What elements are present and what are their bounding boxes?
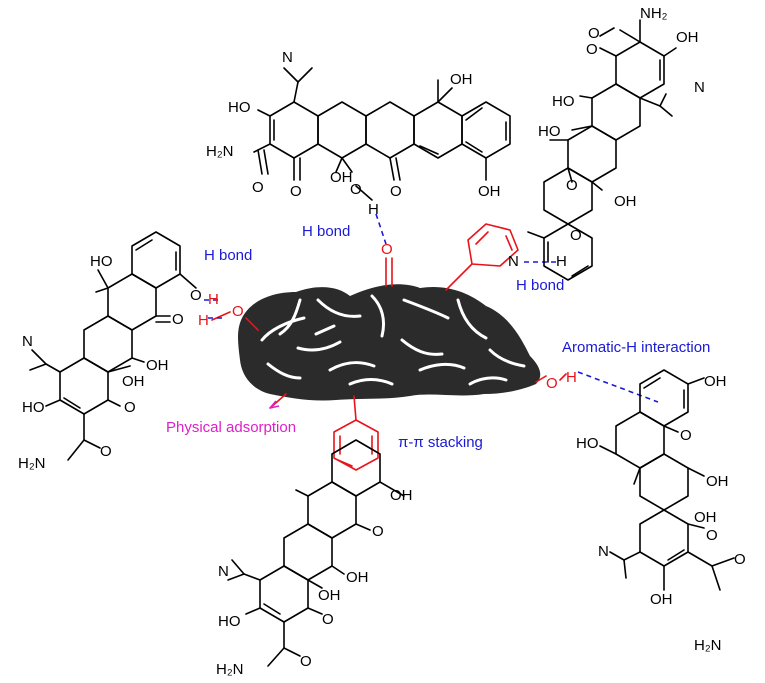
top-ho: HO <box>228 99 251 116</box>
tr-o-2: O <box>586 41 598 58</box>
left-o-3: O <box>124 399 136 416</box>
left-oh-1: OH <box>146 357 169 374</box>
tr-ho-1: HO <box>552 93 575 110</box>
label-aromatic-h: Aromatic-H interaction <box>562 339 710 356</box>
left-o-4: O <box>100 443 112 460</box>
top-h2n: H₂N <box>206 143 234 160</box>
tr-ho-2: HO <box>538 123 561 140</box>
right-o-3: O <box>734 551 746 568</box>
bottom-o-2: O <box>322 611 334 628</box>
left-o-1: O <box>190 287 202 304</box>
left-n: N <box>22 333 33 350</box>
tetracycline-top: N HO H₂N O O OH O H O OH OH <box>206 49 511 218</box>
top-oh-3: OH <box>478 183 501 200</box>
left-o-2: O <box>172 311 184 328</box>
right-oh-2: OH <box>706 473 729 490</box>
tr-oh-2: OH <box>614 193 637 210</box>
label-hbond-left: H bond <box>204 247 252 264</box>
right-oh-1: OH <box>704 373 727 390</box>
tr-nh2: NH₂ <box>640 5 668 22</box>
right-o-2: O <box>706 527 718 544</box>
bottom-oh-3: OH <box>318 587 341 604</box>
hbond-top-line <box>375 213 387 245</box>
top-oh-1: OH <box>330 169 353 186</box>
label-hbond-right: H bond <box>516 277 564 294</box>
label-pi-pi: π-π stacking <box>398 434 483 451</box>
top-o-4: O <box>390 183 402 200</box>
right-oh-3: OH <box>694 509 717 526</box>
right-n: N <box>598 543 609 560</box>
right-ho: HO <box>576 435 599 452</box>
tetracycline-left: HO O H O N OH OH HO O H₂N O <box>18 231 219 472</box>
adsorbent-carbonyl: O <box>381 241 393 287</box>
label-hbond-top: H bond <box>302 223 350 240</box>
tr-h: H <box>556 253 567 270</box>
top-o-2: O <box>290 183 302 200</box>
tetracycline-bottom: OH O N OH OH O HO H₂N O <box>216 439 413 678</box>
adsorbent-benzene <box>333 395 379 471</box>
pyridine-n: N <box>508 253 519 270</box>
hydroxyl-h-left: H <box>198 312 209 329</box>
tr-o-3: O <box>566 177 578 194</box>
tetracycline-top-right: NH₂ O OH O N HO HO O OH O H <box>527 5 705 281</box>
adsorbent-particle <box>238 284 541 409</box>
left-h-1: H <box>208 291 219 308</box>
right-h2n: H₂N <box>694 637 722 654</box>
top-o-3: O <box>350 181 362 198</box>
adsorbent-pyridine: N <box>445 223 519 291</box>
tr-o-1: O <box>588 25 600 42</box>
tr-n: N <box>694 79 705 96</box>
top-o-1: O <box>252 179 264 196</box>
tr-oh-1: OH <box>676 29 699 46</box>
hydroxyl-o-left: O <box>232 303 244 320</box>
tetracycline-right: OH O HO OH OH O N OH O H₂N <box>576 369 746 654</box>
label-physical-adsorption: Physical adsorption <box>166 419 296 436</box>
hydroxyl-o-right: O <box>546 375 558 392</box>
bottom-oh-2: OH <box>346 569 369 586</box>
left-ho: HO <box>90 253 113 270</box>
left-ho-2: HO <box>22 399 45 416</box>
left-h2n: H₂N <box>18 455 46 472</box>
adsorbent-hydroxyl-right: O H <box>535 369 577 392</box>
bottom-o-3: O <box>300 653 312 670</box>
bottom-ho: HO <box>218 613 241 630</box>
tr-o-4: O <box>570 227 582 244</box>
right-oh-4: OH <box>650 591 673 608</box>
left-oh-2: OH <box>122 373 145 390</box>
hydroxyl-h-right: H <box>566 369 577 386</box>
carbonyl-o: O <box>381 241 393 258</box>
bottom-oh-1: OH <box>390 487 413 504</box>
bottom-o-1: O <box>372 523 384 540</box>
bottom-h2n: H₂N <box>216 661 244 678</box>
right-o-1: O <box>680 427 692 444</box>
top-h: H <box>368 201 379 218</box>
adsorbent-hydroxyl-left: O H <box>198 303 259 331</box>
top-n: N <box>282 49 293 66</box>
top-oh-2: OH <box>450 71 473 88</box>
bottom-n: N <box>218 563 229 580</box>
